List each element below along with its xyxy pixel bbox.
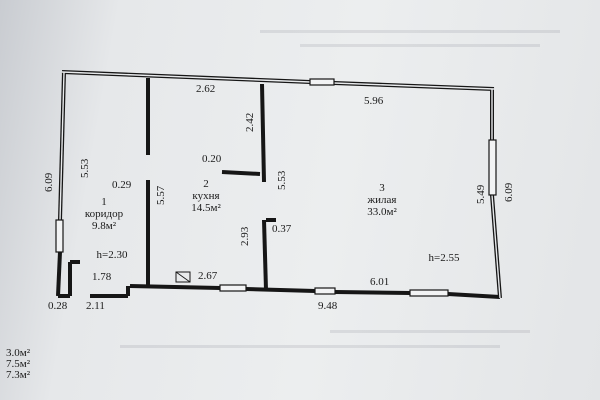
wall-hollows	[59, 71, 501, 299]
room-1-area: 9.8м²	[92, 220, 117, 232]
room-1-number: 1	[101, 196, 107, 208]
dim-overall-bottom: 9.48	[318, 300, 338, 312]
legend-item-3: 7.3м²	[6, 369, 31, 381]
dim-corridor-inner: 5.53	[79, 158, 91, 178]
dim-living-top: 5.96	[364, 95, 384, 107]
dim-kitchen-small: 0.20	[202, 153, 222, 165]
legend-item-1: 3.0м²	[6, 347, 31, 359]
dim-corridor-step: 1.78	[92, 271, 112, 283]
dim-living-right-outer: 6.09	[503, 182, 515, 202]
room-labels: 1 коридор 9.8м² 2 кухня 14.5м² 3 жилая 3…	[85, 178, 460, 264]
room-3-area: 33.0м²	[367, 206, 397, 218]
height-living: h=2.55	[429, 252, 460, 264]
faded-text-background	[120, 30, 560, 348]
window-right	[488, 139, 497, 196]
room-1-name: коридор	[85, 208, 124, 220]
window-kitchen	[219, 284, 247, 292]
room-2-number: 2	[203, 178, 209, 190]
dim-kitchen-partition: 2.42	[244, 113, 256, 132]
room-3-number: 3	[379, 182, 385, 194]
dim-kitchen-top: 2.62	[196, 83, 215, 95]
window-living-2	[409, 289, 449, 297]
window-top	[309, 78, 335, 86]
dim-kitchen-bottom: 2.67	[198, 270, 218, 282]
sink-icon	[175, 271, 191, 283]
room-2-name: кухня	[192, 190, 219, 202]
legend-item-2: 7.5м²	[6, 358, 31, 370]
height-corridor: h=2.30	[97, 249, 128, 261]
window-corridor	[55, 219, 64, 253]
dim-living-right-inner: 5.49	[475, 184, 487, 204]
dim-living-bottom: 6.01	[370, 276, 389, 288]
dim-living-left-small: 0.37	[272, 223, 292, 235]
dim-corridor-gap: 0.29	[112, 179, 132, 191]
dim-kitchen-right: 5.53	[276, 170, 288, 190]
interior-walls	[146, 78, 276, 291]
dim-kitchen-left: 5.57	[155, 185, 167, 205]
room-2-area: 14.5м²	[191, 202, 221, 214]
dimension-labels: 6.09 5.53 0.29 2.62 2.42 0.20 5.57 5.53 …	[43, 83, 515, 312]
windows	[55, 78, 497, 297]
dim-kitchen-lower: 2.93	[239, 226, 251, 246]
room-3-name: жилая	[367, 194, 397, 206]
dim-corridor-bottom: 2.11	[86, 300, 105, 312]
area-legend: 3.0м² 7.5м² 7.3м²	[6, 348, 30, 381]
window-living-1	[314, 287, 336, 295]
dim-corridor-outer: 6.09	[43, 172, 55, 192]
dim-corridor-bottom-small: 0.28	[48, 300, 68, 312]
